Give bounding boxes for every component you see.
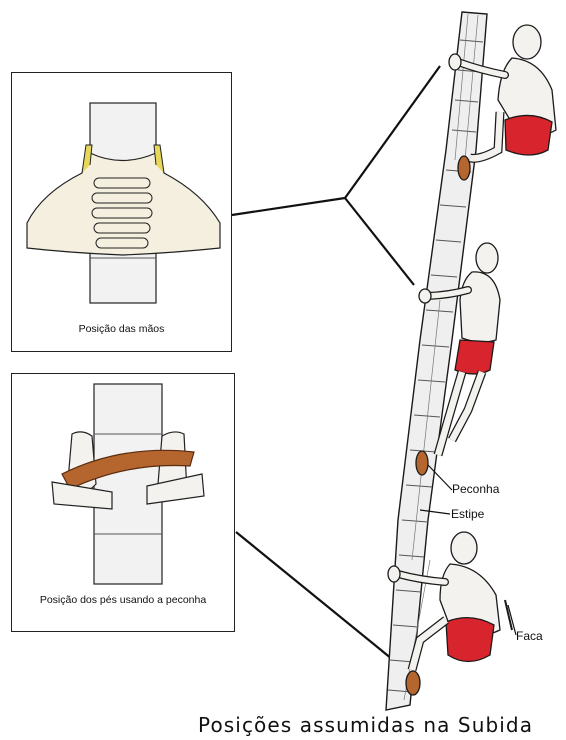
- feet-caption: Posição dos pés usando a peconha: [12, 594, 234, 606]
- feet-position-panel: Posição dos pés usando a peconha: [11, 373, 235, 632]
- estipe-label: Estipe: [451, 507, 484, 521]
- peconha-label: Peconha: [452, 482, 499, 496]
- faca-label: Faca: [516, 629, 543, 643]
- figure-title: Posições assumidas na Subida: [198, 713, 533, 737]
- hands-illustration: [12, 73, 233, 353]
- hands-position-panel: Posição das mãos: [11, 72, 232, 352]
- hands-caption: Posição das mãos: [12, 323, 231, 335]
